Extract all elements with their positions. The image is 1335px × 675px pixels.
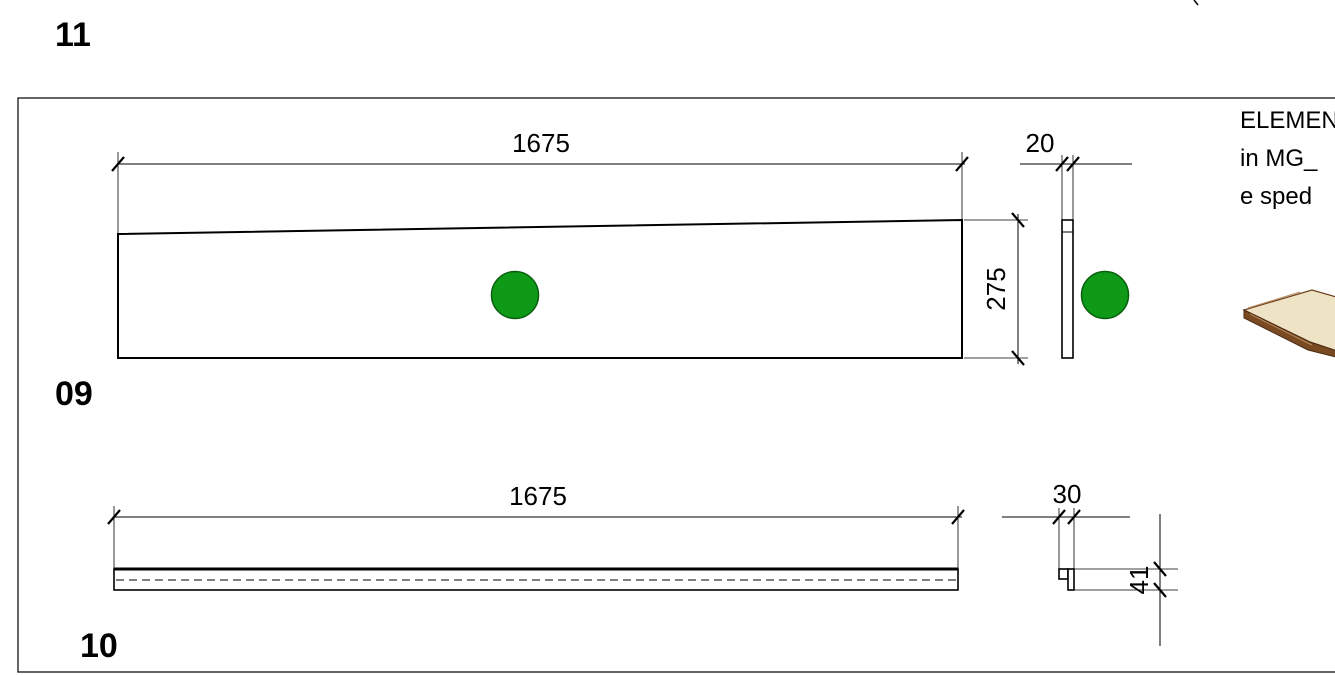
note-line-2: in MG_	[1240, 145, 1318, 172]
top-edge-mark	[1193, 0, 1199, 6]
dimension-length-09	[111, 152, 969, 234]
part-09-front-view	[117, 218, 963, 359]
note-line-1: ELEMEN	[1240, 107, 1335, 134]
dimension-height-10	[1074, 514, 1178, 646]
dimension-thickness-label: 30	[1053, 479, 1082, 509]
dimension-length-label: 1675	[512, 128, 570, 158]
dimension-length-10	[107, 506, 965, 569]
dimension-height-09	[964, 212, 1028, 366]
isometric-board-sketch	[1242, 289, 1335, 358]
part-10-front-view	[113, 567, 959, 591]
dimension-thickness-label: 20	[1026, 128, 1055, 158]
dimension-height-label: 41	[1124, 566, 1154, 595]
part-id-label: 09	[55, 375, 93, 413]
drawing-frame	[17, 97, 1335, 673]
dimension-height-label: 275	[981, 267, 1011, 310]
marker-dot	[1080, 270, 1130, 320]
part-09-side-view	[1061, 219, 1074, 359]
dimension-thickness-10	[1002, 508, 1130, 569]
part-id-label: 10	[80, 627, 118, 665]
dimension-thickness-09	[1020, 155, 1132, 220]
page-number-label: 11	[55, 16, 91, 54]
note-line-3: e sped	[1240, 183, 1312, 210]
dimension-length-label: 1675	[509, 481, 567, 511]
marker-dot	[490, 270, 540, 320]
part-10-side-view	[1058, 568, 1075, 591]
